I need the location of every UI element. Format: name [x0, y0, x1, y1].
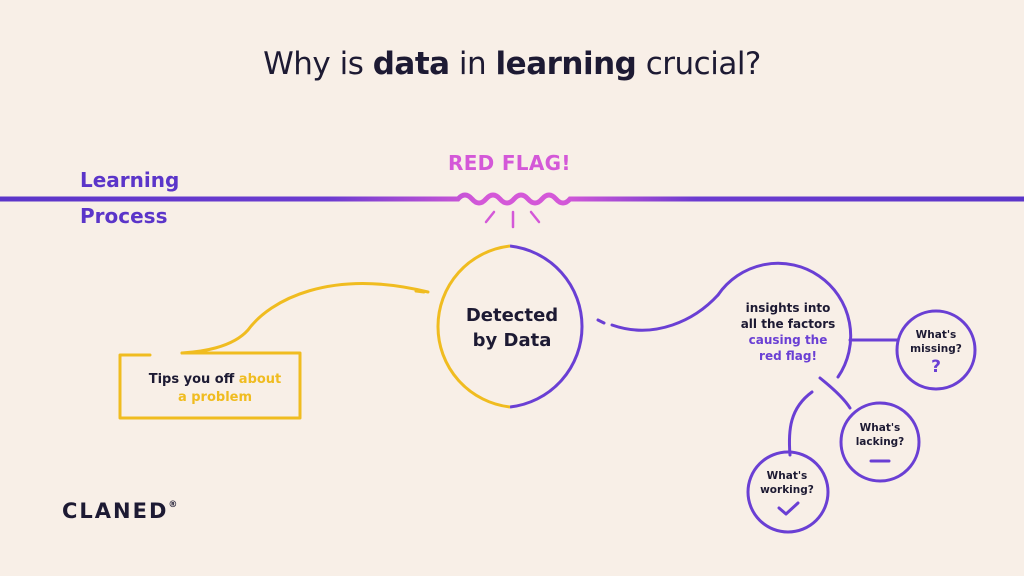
learning-process-line — [0, 192, 1024, 206]
center-node-label: Detected by Data — [465, 305, 559, 351]
bubble-missing — [895, 309, 977, 391]
learning-label: Learning — [80, 168, 180, 192]
insights-connector-dash — [596, 318, 606, 325]
bubble-working-label: What's working? — [760, 470, 814, 496]
tips-connector — [180, 282, 430, 355]
branch-lacking — [818, 376, 852, 410]
center-circle — [436, 244, 584, 409]
tips-box — [118, 351, 302, 420]
insights-connector — [610, 293, 720, 332]
red-flag-label: RED FLAG! — [448, 151, 571, 175]
branch-working — [787, 390, 814, 457]
bubble-working — [746, 450, 830, 534]
question-icon: ? — [931, 357, 941, 377]
bubble-missing-label: What's missing? ? — [901, 328, 971, 377]
tips-box-label: Tips you off about a problem — [148, 372, 282, 405]
insights-label: insights into all the factors causing th… — [740, 301, 836, 363]
insights-circle — [716, 261, 853, 379]
check-icon — [777, 501, 800, 516]
claned-logo: CLANED® — [62, 499, 178, 523]
tips-connector-dash — [414, 289, 426, 294]
bubble-lacking — [839, 401, 921, 483]
page-title: Why is data in learning crucial? — [263, 46, 761, 82]
bubble-lacking-label: What's lacking? — [855, 422, 905, 448]
process-label: Process — [80, 204, 168, 228]
alert-rays-icon — [484, 210, 541, 229]
